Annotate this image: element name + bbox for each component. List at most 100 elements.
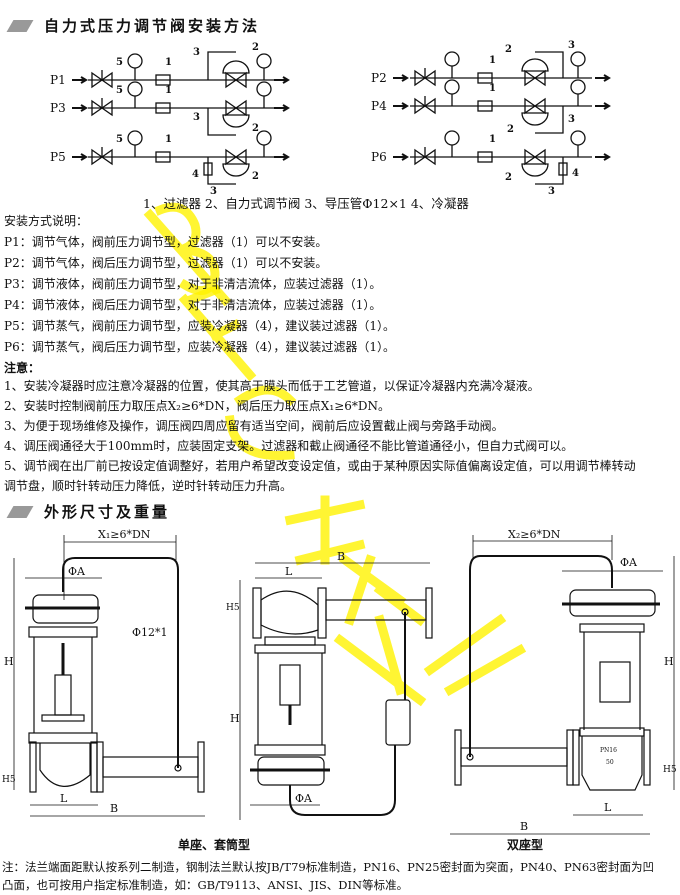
pressure-gauge-icon <box>256 81 272 97</box>
callout-4: 4 <box>192 169 199 180</box>
diaphragm-actuator-icon <box>222 60 250 74</box>
dim-l-label: L <box>285 565 293 578</box>
regulating-valve-icon <box>225 99 247 117</box>
regulating-valve-icon <box>524 97 546 115</box>
dim-h-label: H <box>230 712 240 725</box>
dim-phia-label: ΦA <box>620 556 638 569</box>
callout-5: 5 <box>116 134 123 145</box>
flow-arrow-icon <box>72 153 88 161</box>
dim-b-label: B <box>520 820 528 833</box>
install-note-item: P2：调节气体，阀后压力调节型，过滤器（1）可以不安装。 <box>4 256 328 270</box>
dn-marking: 50 <box>606 759 614 766</box>
attention-item: 2、安装时控制阀前压力取压点X₂≥6*DN，阀后压力取压点X₁≥6*DN。 <box>4 399 390 413</box>
flow-arrow-icon <box>72 76 88 84</box>
diaphragm-actuator-icon <box>222 163 250 177</box>
flow-arrow-icon <box>595 74 611 82</box>
caption-double-seat: 双座型 <box>507 838 544 852</box>
row-label: P5 <box>50 150 66 164</box>
attention-heading: 注意： <box>4 361 41 375</box>
pressure-gauge-icon <box>127 53 143 69</box>
callout-3: 3 <box>210 186 217 196</box>
callout-2: 2 <box>505 172 512 183</box>
attention-item: 3、为便于现场维修及操作，调压阀四周应留有适当空间，阀前后应设置截止阀与旁路手动… <box>4 419 504 433</box>
impulse-tube <box>535 51 564 78</box>
pressure-gauge-icon <box>127 130 143 146</box>
caption-single-seat: 单座、套筒型 <box>178 838 251 852</box>
install-notes-heading: 安装方式说明： <box>4 214 89 228</box>
dim-l-label: L <box>60 792 68 805</box>
attention-item: 调节盘，顺时针转动压力降低，逆时针转动压力升高。 <box>4 479 293 493</box>
dim-h-label: H <box>4 655 14 668</box>
callout-3: 3 <box>193 47 200 58</box>
callout-2: 2 <box>505 44 512 55</box>
install-note-item: P6：调节蒸气，阀后压力调节型，应装冷凝器（4），建议装过滤器（1）。 <box>4 340 395 354</box>
filter-icon <box>477 100 493 112</box>
attention-item: 5、调节阀在出厂前已按设定值调整好，若用户希望改变设定值，或由于某种原因实际值偏… <box>4 459 636 473</box>
dim-b-label: B <box>110 802 118 815</box>
impulse-tube <box>535 157 564 185</box>
filter-icon <box>155 102 171 114</box>
watermark-mark <box>338 553 427 627</box>
row-label: P1 <box>50 73 66 87</box>
flow-arrow-icon <box>274 104 290 112</box>
callout-3: 3 <box>193 112 200 123</box>
row-label: P4 <box>371 99 387 113</box>
double-seat-valve-drawing <box>454 555 660 791</box>
attention-item: 1、安装冷凝器时应注意冷凝器的位置，使其高于膜头而低于工艺管道，以保证冷凝器内充… <box>4 379 540 393</box>
callout-1: 1 <box>489 55 496 66</box>
single-seat-valve-drawing <box>25 557 205 793</box>
flow-arrow-icon <box>274 153 290 161</box>
impulse-tube <box>207 51 236 80</box>
impulse-tube <box>207 108 236 136</box>
dim-tube-label: Φ12*1 <box>132 626 168 639</box>
callout-2: 2 <box>252 171 259 182</box>
callout-1: 1 <box>489 83 496 94</box>
row-label: P3 <box>50 101 66 115</box>
section-title-text: 外形尺寸及重量 <box>44 503 171 521</box>
dim-phia-label: ΦA <box>68 565 86 578</box>
section-title-text: 自力式压力调节阀安装方法 <box>44 17 261 35</box>
dim-h-label: H <box>664 655 674 668</box>
diaphragm-actuator-icon <box>222 114 250 128</box>
pressure-gauge-icon <box>570 51 586 67</box>
row-label: P2 <box>371 71 387 85</box>
dim-h5-label: H5 <box>226 603 240 613</box>
filter-icon <box>155 74 171 86</box>
watermark-mark <box>284 495 366 566</box>
stop-valve-icon <box>414 97 436 115</box>
impulse-tube <box>207 157 236 185</box>
dim-x1-label: X₁≥6*DN <box>98 528 151 541</box>
row-label: P6 <box>371 150 387 164</box>
callout-3: 3 <box>548 186 555 196</box>
stop-valve-icon <box>91 99 113 117</box>
diaphragm-actuator-icon <box>521 112 549 126</box>
callout-4: 4 <box>572 168 579 179</box>
flow-arrow-icon <box>393 102 409 110</box>
filter-icon <box>155 151 171 163</box>
attention-item: 4、调压阀通径大于100mm时，应装固定支架。过滤器和截止阀通径不能比管道通径小… <box>4 439 574 453</box>
schematic-legend: 1、过滤器 2、自力式调节阀 3、导压管Φ12×1 4、冷凝器 <box>143 196 469 211</box>
callout-5: 5 <box>116 57 123 68</box>
dim-l-label: L <box>604 801 612 814</box>
section-title-install: 自力式压力调节阀安装方法 <box>4 17 260 35</box>
stop-valve-icon <box>91 71 113 89</box>
pressure-gauge-icon <box>444 130 460 146</box>
install-note-item: P5：调节蒸气，阀前压力调节型，应装冷凝器（4），建议装过滤器（1）。 <box>4 319 395 333</box>
callout-3: 3 <box>568 114 575 125</box>
watermark-mark <box>423 613 527 697</box>
stop-valve-icon <box>91 148 113 166</box>
callout-1: 1 <box>165 57 172 68</box>
flow-arrow-icon <box>595 102 611 110</box>
install-note-item: P3：调节液体，阀前压力调节型，对于非清洁流体，应装过滤器（1）。 <box>4 277 382 291</box>
dim-x2-label: X₂≥6*DN <box>508 528 561 541</box>
footnote-line-1: 注：法兰端面距默认按系列二制造，钢制法兰默认按JB/T79标准制造，PN16、P… <box>2 860 654 874</box>
stop-valve-icon <box>414 69 436 87</box>
regulating-valve-icon <box>524 148 546 166</box>
install-note-item: P4：调节液体，阀后压力调节型，对于非清洁流体，应装过滤器（1）。 <box>4 298 382 312</box>
section-title-dimensions: 外形尺寸及重量 <box>4 503 170 521</box>
pressure-gauge-icon <box>444 79 460 95</box>
callout-1: 1 <box>165 134 172 145</box>
callout-2: 2 <box>252 42 259 53</box>
diaphragm-actuator-icon <box>521 163 549 177</box>
